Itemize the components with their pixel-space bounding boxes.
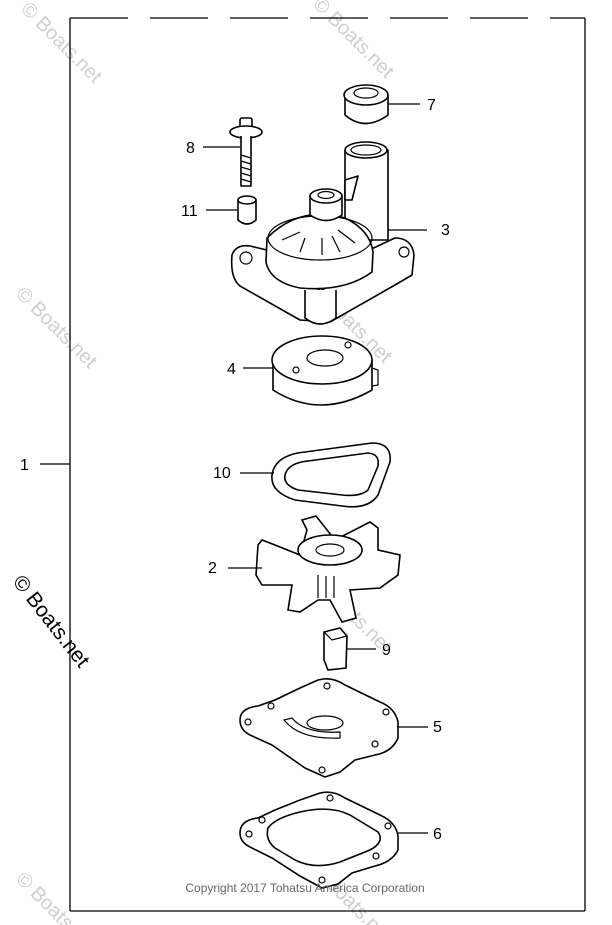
callout-7: 7 — [427, 97, 436, 114]
watermark-text: © Boats.net — [16, 0, 106, 88]
callout-8: 8 — [186, 140, 195, 157]
watermark-text: © Boats.net — [11, 283, 101, 373]
callout-2: 2 — [208, 560, 217, 577]
part-11-pin — [237, 195, 257, 225]
part-5-plate — [239, 678, 399, 778]
callout-3: 3 — [441, 222, 450, 239]
watermark-text: © Boats.net — [11, 868, 101, 925]
callout-6: 6 — [433, 826, 442, 843]
part-3-pump-case — [230, 141, 415, 325]
callout-labels: 1 2 3 4 5 6 7 8 9 10 11 — [20, 97, 450, 843]
part-9-key — [323, 627, 348, 671]
watermark-text: © Boats.net — [308, 0, 398, 83]
part-4-cartridge — [271, 335, 379, 406]
callout-9: 9 — [382, 642, 391, 659]
copyright-text: Copyright 2017 Tohatsu America Corporati… — [185, 881, 424, 895]
callout-11: 11 — [181, 203, 198, 220]
part-10-gasket — [271, 442, 391, 508]
callout-1: 1 — [20, 457, 29, 474]
part-2-impeller — [255, 515, 401, 623]
leader-lines — [40, 103, 428, 834]
callout-5: 5 — [433, 719, 442, 736]
callout-10: 10 — [213, 465, 231, 482]
watermark-main: © Boats.net — [8, 571, 94, 672]
callout-4: 4 — [227, 361, 236, 378]
part-6-gasket — [239, 791, 399, 889]
part-7-grommet — [343, 84, 389, 125]
part-8-bolt — [229, 117, 263, 187]
